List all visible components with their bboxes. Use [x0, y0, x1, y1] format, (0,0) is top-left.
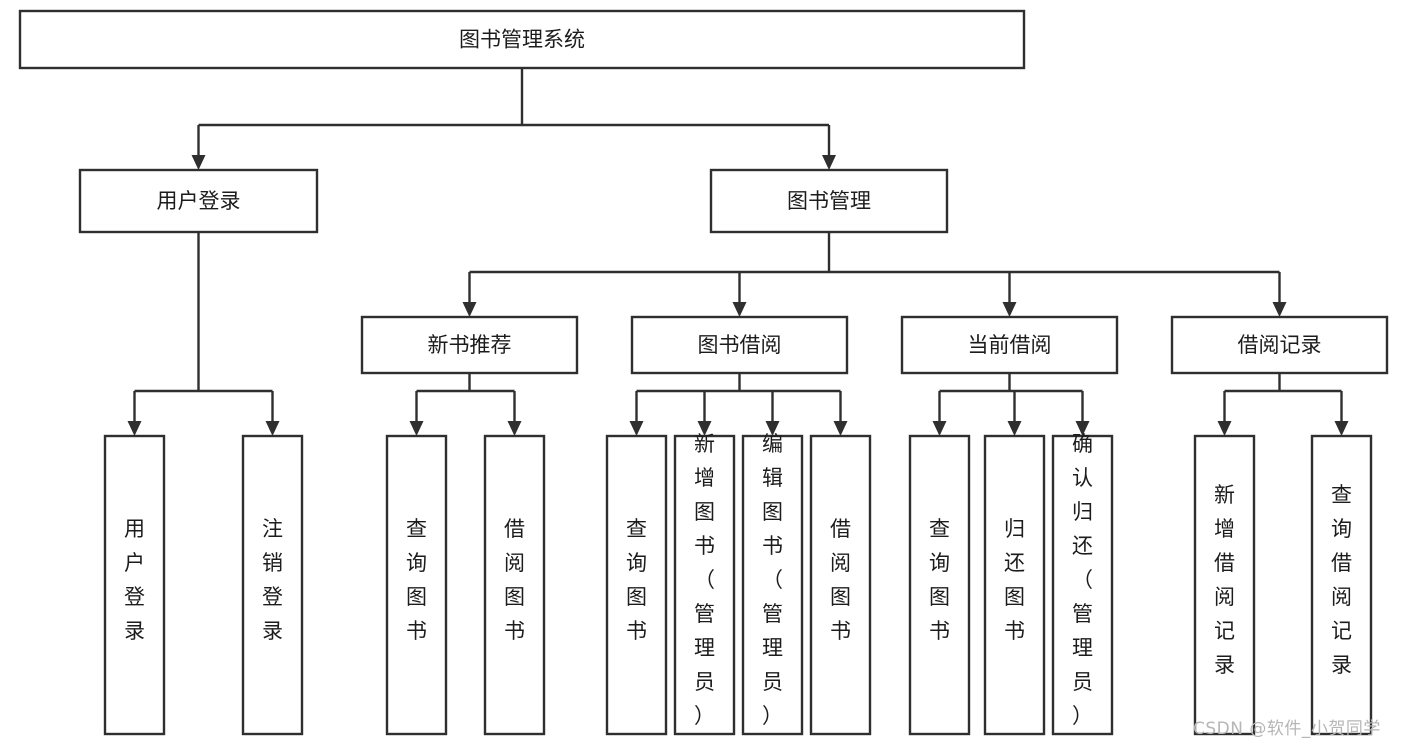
node-label: 查询图书: [626, 517, 647, 643]
node-box: [241, 434, 304, 736]
node-label: 用户登录: [124, 517, 145, 643]
node-box: [18, 9, 1026, 70]
arrow-head: [127, 421, 142, 436]
node-label: 新增图书（管理员）: [694, 432, 715, 728]
node-box: [900, 315, 1119, 375]
arrow-head: [932, 421, 947, 436]
node-leaf-user-login[interactable]: 用户登录: [103, 434, 166, 736]
arrow-head: [507, 421, 522, 436]
node-box: [1051, 434, 1114, 736]
node-label: 借阅图书: [504, 517, 525, 643]
node-box: [741, 434, 804, 736]
node-box: [78, 168, 319, 234]
arrow-head: [462, 302, 477, 317]
node-leaf-query-book-1[interactable]: 查询图书: [385, 434, 448, 736]
node-box: [483, 434, 546, 736]
node-leaf-borrow-book-1[interactable]: 借阅图书: [483, 434, 546, 736]
node-leaf-query-book-2[interactable]: 查询图书: [605, 434, 668, 736]
node-label: 新增借阅记录: [1214, 483, 1235, 677]
node-box: [605, 434, 668, 736]
arrow-head: [191, 155, 206, 170]
arrow-head: [822, 155, 836, 170]
node-label: 查询借阅记录: [1331, 483, 1352, 677]
node-box: [709, 168, 949, 234]
csdn-watermark: CSDN @软件_小贺同学: [1193, 719, 1381, 739]
arrow-head: [1002, 302, 1017, 317]
arrow-head: [732, 302, 747, 317]
arrow-head: [697, 421, 712, 436]
node-label: 图书借阅: [698, 333, 782, 357]
node-label: 图书管理系统: [459, 28, 585, 52]
arrow-head: [265, 421, 280, 436]
node-leaf-confirm-return[interactable]: 确认归还（管理员）: [1051, 432, 1114, 736]
node-current-borrow[interactable]: 当前借阅: [900, 315, 1119, 375]
node-box: [385, 434, 448, 736]
node-label: 归还图书: [1004, 517, 1025, 643]
node-label: 注销登录: [262, 517, 283, 643]
node-layer: 图书管理系统用户登录图书管理新书推荐图书借阅当前借阅借阅记录用户登录注销登录查询…: [18, 9, 1389, 736]
node-label: 查询图书: [929, 517, 950, 643]
node-box: [673, 434, 736, 736]
node-root[interactable]: 图书管理系统: [18, 9, 1026, 70]
node-label: 查询图书: [406, 517, 427, 643]
arrow-head: [765, 421, 780, 436]
node-leaf-return-book[interactable]: 归还图书: [983, 434, 1046, 736]
node-label: 借阅记录: [1238, 333, 1322, 357]
node-box: [1310, 434, 1373, 736]
node-leaf-add-record[interactable]: 新增借阅记录: [1193, 434, 1256, 736]
arrow-head: [1075, 421, 1090, 436]
node-label: 确认归还（管理员）: [1072, 432, 1093, 728]
node-box: [809, 434, 872, 736]
node-box: [360, 315, 579, 375]
connector-layer: [127, 68, 1349, 436]
node-box: [103, 434, 166, 736]
node-book-manage[interactable]: 图书管理: [709, 168, 949, 234]
node-box: [1170, 315, 1389, 375]
node-borrow-record[interactable]: 借阅记录: [1170, 315, 1389, 375]
arrow-head: [629, 421, 644, 436]
node-new-book-rec[interactable]: 新书推荐: [360, 315, 579, 375]
node-book-borrow[interactable]: 图书借阅: [630, 315, 849, 375]
node-user-login[interactable]: 用户登录: [78, 168, 319, 234]
node-box: [630, 315, 849, 375]
arrow-head: [1334, 421, 1349, 436]
node-leaf-edit-book[interactable]: 编辑图书（管理员）: [741, 432, 804, 736]
node-label: 当前借阅: [968, 333, 1052, 357]
node-box: [908, 434, 971, 736]
node-label: 用户登录: [157, 189, 241, 213]
node-leaf-borrow-book-2[interactable]: 借阅图书: [809, 434, 872, 736]
node-box: [1193, 434, 1256, 736]
node-box: [983, 434, 1046, 736]
node-leaf-add-book[interactable]: 新增图书（管理员）: [673, 432, 736, 736]
arrow-head: [1007, 421, 1022, 436]
node-label: 图书管理: [787, 189, 871, 213]
arrow-head: [1217, 421, 1232, 436]
node-label: 借阅图书: [830, 517, 851, 643]
node-leaf-query-book-3[interactable]: 查询图书: [908, 434, 971, 736]
node-label: 新书推荐: [428, 333, 512, 357]
arrow-head: [409, 421, 424, 436]
node-leaf-query-record[interactable]: 查询借阅记录: [1310, 434, 1373, 736]
arrow-head: [833, 421, 848, 436]
node-label: 编辑图书（管理员）: [762, 432, 783, 728]
arrow-head: [1272, 302, 1287, 317]
node-leaf-user-logout[interactable]: 注销登录: [241, 434, 304, 736]
